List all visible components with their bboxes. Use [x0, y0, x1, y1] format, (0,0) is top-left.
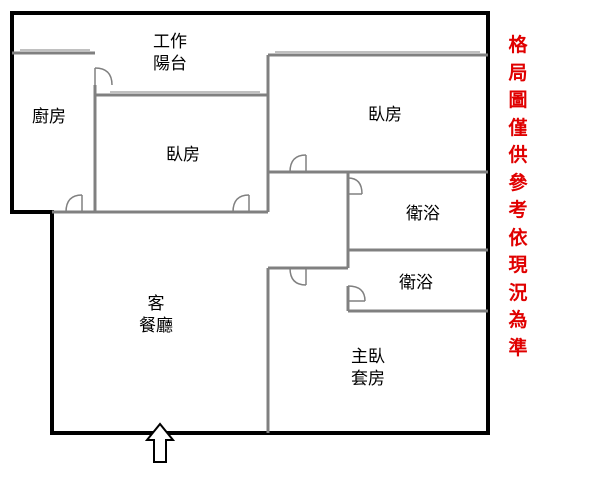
room-label-living: 客餐廳: [139, 294, 173, 336]
sliding-doors: [20, 49, 480, 93]
room-label-bath-upper: 衛浴: [406, 204, 440, 224]
room-label-bedroom-right: 臥房: [368, 105, 402, 125]
outer-walls: [10, 11, 490, 435]
entrance-arrow-icon: [144, 422, 176, 463]
room-label-bath-lower: 衛浴: [399, 273, 433, 293]
room-label-master: 主臥套房: [351, 347, 385, 389]
room-label-balcony: 工作陽台: [153, 32, 187, 74]
door-swings: [65, 67, 366, 302]
interior-walls: [12, 51, 488, 433]
disclaimer-note: 格局圖 僅供參 考依現 況為準: [508, 34, 528, 359]
room-label-kitchen: 廚房: [32, 107, 66, 127]
room-label-bedroom-center: 臥房: [166, 145, 200, 165]
